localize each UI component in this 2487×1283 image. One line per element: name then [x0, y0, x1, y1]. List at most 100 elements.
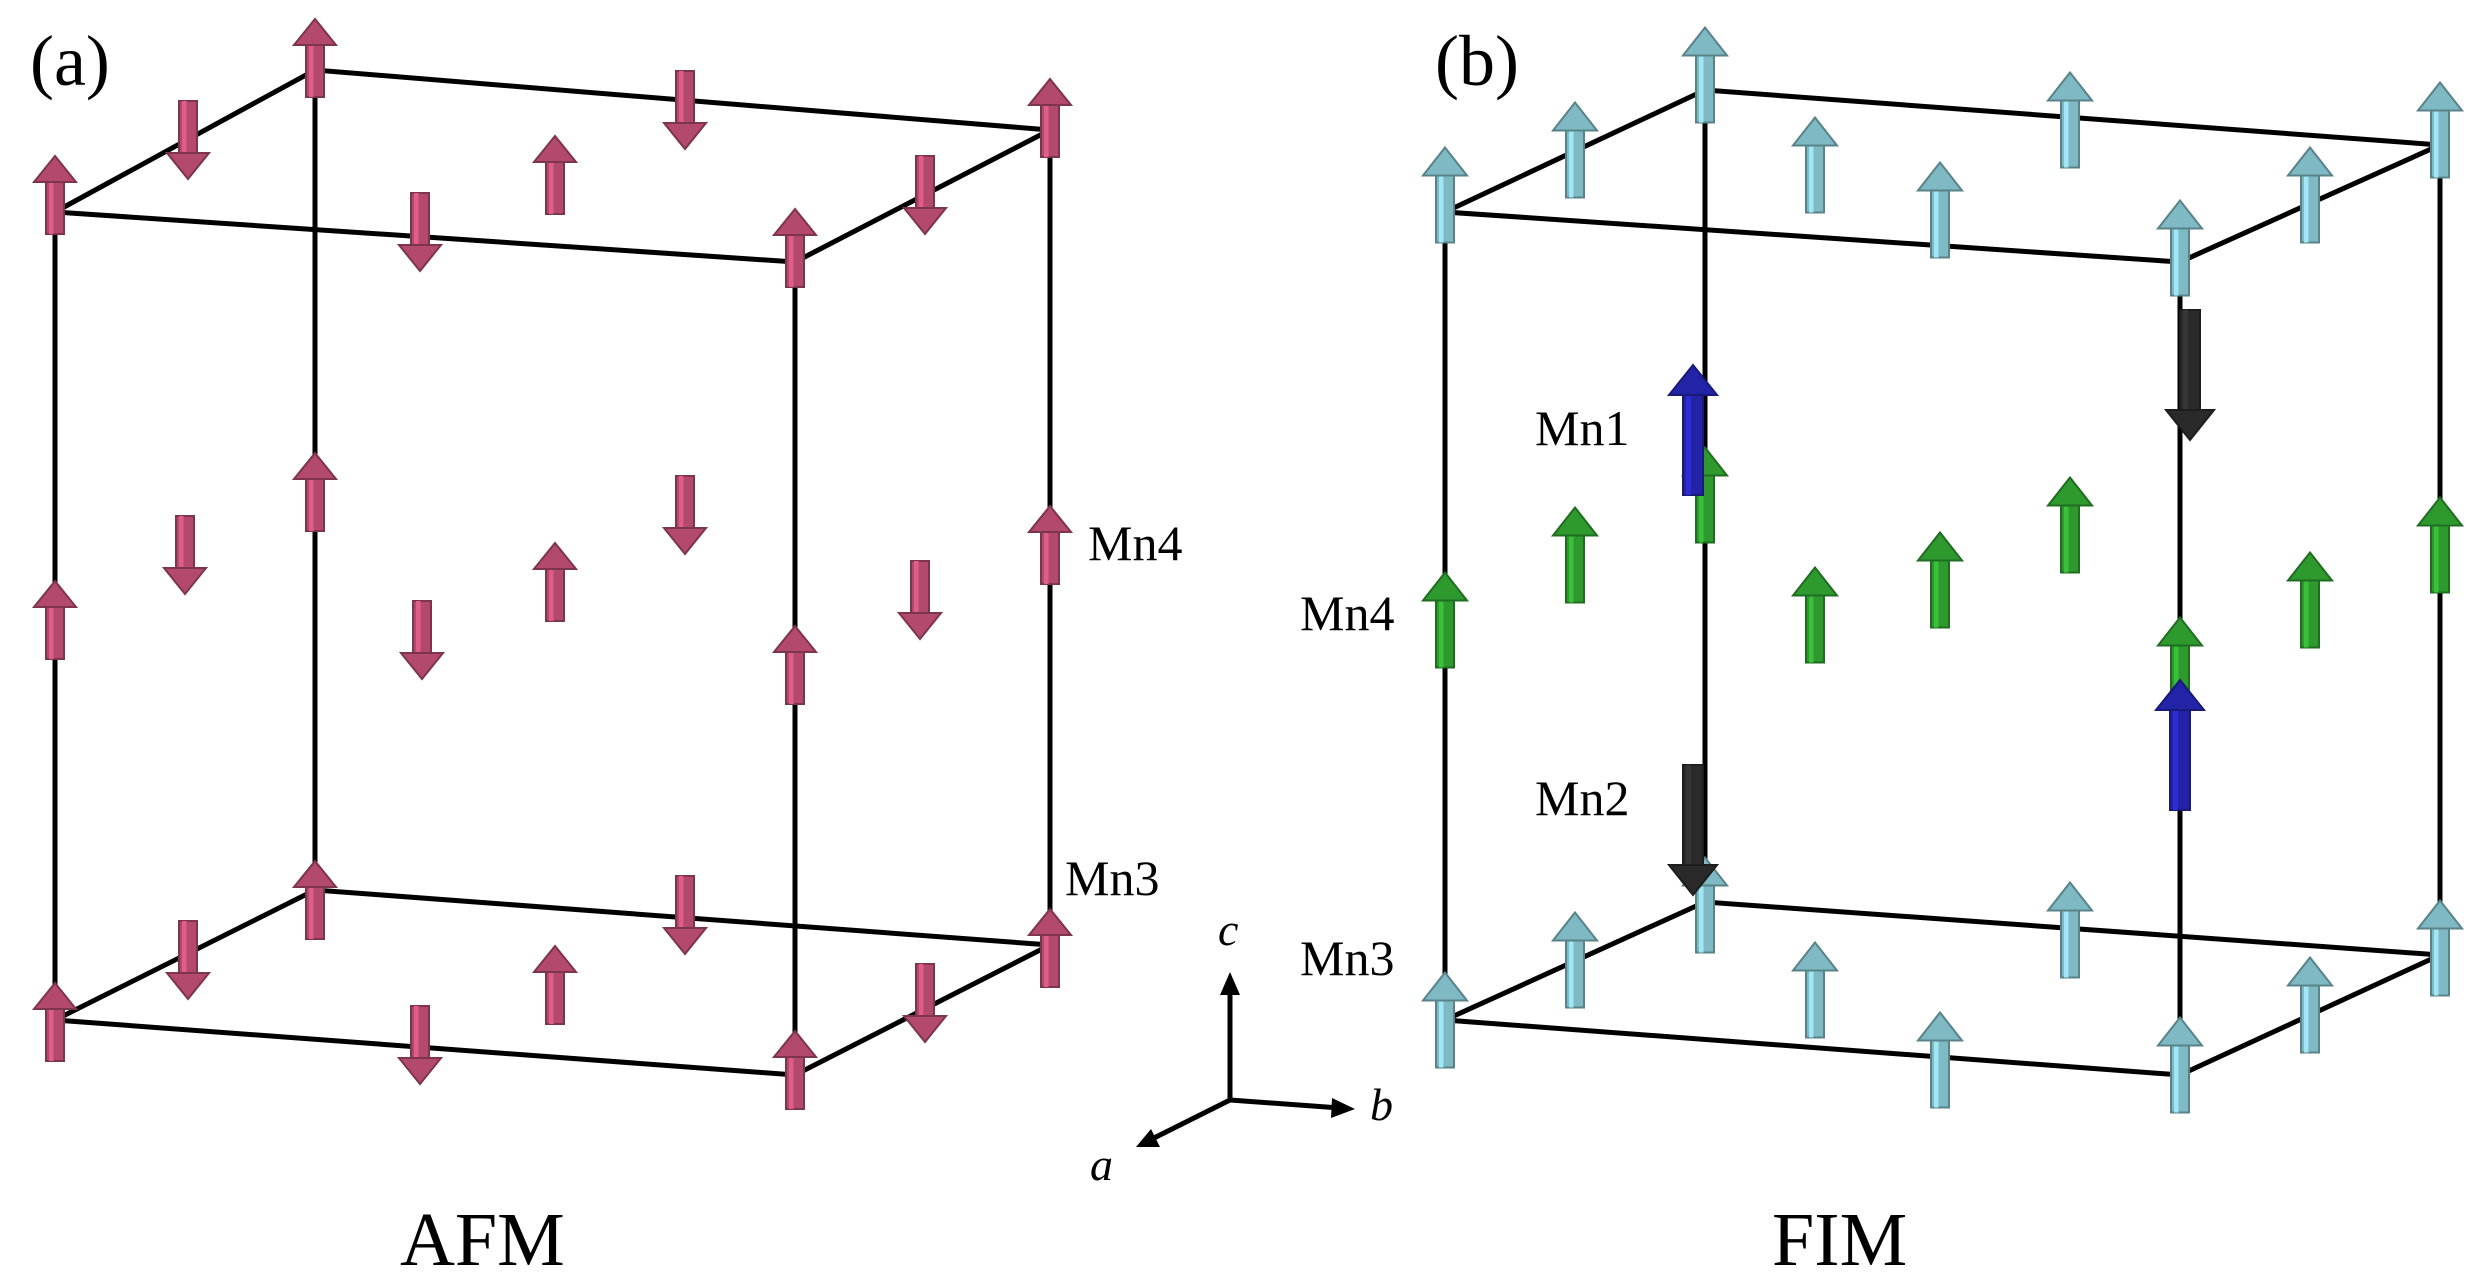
mn3-spin-arrow-1-highlight: [1699, 55, 1704, 123]
mn3-spin-arrow-2-highlight: [2434, 110, 2439, 178]
site-label-mn4-afm: Mn4: [1088, 515, 1182, 571]
mn3-spin-arrow-8-shaft: [1930, 189, 1950, 259]
afm-spin-arrow-17-shaft: [545, 568, 565, 622]
afm-spin-arrow-23: [661, 875, 709, 956]
mn4-spin-arrow-2-highlight: [2434, 525, 2439, 593]
mn3-spin-arrow-9-shaft: [1435, 999, 1455, 1069]
afm-spin-arrow-1-head: [291, 17, 339, 46]
afm-spin-arrow-23-highlight: [679, 876, 684, 928]
mn4-spin-arrow-0-head: [1420, 570, 1470, 602]
mn3-spin-arrow-10-highlight: [1699, 885, 1704, 953]
afm-spin-arrow-4: [164, 100, 212, 181]
mn4-spin-arrow-5-highlight: [1809, 595, 1814, 663]
mn4-spin-arrow-7-head: [2285, 550, 2335, 582]
afm-spin-arrow-16-shaft: [412, 600, 432, 654]
mn3-spin-arrow-15: [2045, 880, 2095, 979]
afm-spin-arrow-6-shaft: [915, 155, 935, 209]
mn3-spin-arrow-6-highlight: [2064, 100, 2069, 168]
mn3-spin-arrow-3-head: [2155, 198, 2205, 230]
mn2-spin-arrow-0-highlight: [1686, 765, 1691, 865]
fim-spin-arrows: [1420, 25, 2465, 1114]
afm-spin-arrow-10-highlight: [309, 479, 314, 531]
mn3-spin-arrow-3-shaft: [2170, 227, 2190, 297]
mn3-spin-arrow-3-highlight: [2174, 228, 2179, 296]
afm-spin-arrow-4-head: [164, 152, 212, 181]
afm-spin-arrow-26-shaft: [545, 971, 565, 1025]
mn3-spin-arrow-11-shaft: [2430, 927, 2450, 997]
afm-spin-arrow-26-head: [531, 944, 579, 973]
afm-spin-arrow-19: [291, 859, 339, 940]
afm-spin-arrow-25-shaft: [410, 1005, 430, 1059]
mn3-spin-arrow-16-head: [2285, 955, 2335, 987]
afm-spin-arrow-13-highlight: [179, 516, 184, 568]
mn3-spin-arrow-13: [1550, 910, 1600, 1009]
afm-spin-arrow-10: [291, 451, 339, 532]
mn3-spin-arrow-0-highlight: [1439, 175, 1444, 243]
panel-fim: (b) Mn1 Mn4 Mn2 Mn3 FIM: [1300, 21, 2465, 1282]
mn3-spin-arrow-0-head: [1420, 145, 1470, 177]
mn3-spin-arrow-11-head: [2415, 898, 2465, 930]
afm-spin-arrow-11: [1026, 504, 1074, 585]
afm-spin-arrow-0: [31, 154, 79, 235]
afm-spin-arrow-13-head: [161, 567, 209, 596]
mn4-spin-arrow-2: [2415, 495, 2465, 594]
mn3-spin-arrow-13-highlight: [1569, 940, 1574, 1008]
mn3-spin-arrow-16: [2285, 955, 2335, 1054]
afm-spin-arrow-14-head: [661, 527, 709, 556]
afm-spin-arrow-3: [771, 207, 819, 288]
afm-spin-arrow-6-head: [901, 207, 949, 236]
afm-spin-arrow-13-shaft: [175, 515, 195, 569]
mn3-spin-arrow-11-highlight: [2434, 928, 2439, 996]
afm-spin-arrow-14-shaft: [675, 475, 695, 529]
afm-spin-arrow-15-highlight: [914, 561, 919, 613]
mn3-spin-arrow-7-shaft: [2300, 174, 2320, 244]
mn3-spin-arrow-2-head: [2415, 80, 2465, 112]
mn3-spin-arrow-9-highlight: [1439, 1000, 1444, 1068]
mn4-spin-arrow-6-shaft: [2060, 504, 2080, 574]
mn4-spin-arrow-0-shaft: [1435, 599, 1455, 669]
mn4-spin-arrow-8: [1915, 530, 1965, 629]
afm-spin-arrow-12: [771, 624, 819, 705]
panel-label-b: (b): [1435, 21, 1519, 101]
mn3-spin-arrow-4-highlight: [1569, 130, 1574, 198]
mn3-spin-arrow-12-head: [2155, 1015, 2205, 1047]
afm-spin-arrow-4-highlight: [182, 101, 187, 153]
axis-b-arrowhead: [1331, 1098, 1355, 1118]
mn3-spin-arrow-4-head: [1550, 100, 1600, 132]
afm-spin-arrow-21: [771, 1029, 819, 1110]
afm-spin-arrow-11-head: [1026, 504, 1074, 533]
afm-spin-arrow-23-head: [661, 927, 709, 956]
afm-spin-arrow-1: [291, 17, 339, 98]
site-label-mn4-fim: Mn4: [1300, 585, 1394, 641]
axis-b-line: [1229, 1097, 1341, 1111]
mn4-spin-arrow-2-head: [2415, 495, 2465, 527]
mn2-spin-arrow-0-head: [1666, 864, 1720, 897]
afm-spin-arrow-13: [161, 515, 209, 596]
afm-spin-arrow-1-shaft: [305, 44, 325, 98]
afm-spin-arrow-19-shaft: [305, 886, 325, 940]
afm-spin-arrow-24-highlight: [919, 964, 924, 1016]
mn4-spin-arrow-4: [1550, 505, 1600, 604]
site-label-mn2: Mn2: [1535, 770, 1629, 826]
afm-spin-arrow-8-shaft: [545, 161, 565, 215]
mn3-spin-arrow-1-shaft: [1695, 54, 1715, 124]
mn1-spin-arrow-0: [1666, 363, 1720, 496]
mn4-spin-arrow-7-shaft: [2300, 579, 2320, 649]
panel-label-a: (a): [30, 21, 110, 101]
afm-spin-arrow-15-shaft: [910, 560, 930, 614]
mn4-spin-arrow-1-highlight: [1699, 475, 1704, 543]
afm-spin-arrow-9: [31, 579, 79, 660]
mn3-spin-arrow-4-shaft: [1565, 129, 1585, 199]
afm-spin-arrow-12-head: [771, 624, 819, 653]
mn3-spin-arrow-9: [1420, 970, 1470, 1069]
mn3-spin-arrow-6-head: [2045, 70, 2095, 102]
mn4-spin-arrow-5-head: [1790, 565, 1840, 597]
axis-a-line: [1148, 1097, 1232, 1143]
mn4-spin-arrow-6: [2045, 475, 2095, 574]
mn4-spin-arrow-4-shaft: [1565, 534, 1585, 604]
afm-spin-arrow-5: [661, 70, 709, 151]
afm-spin-arrow-17-highlight: [549, 569, 554, 621]
afm-spin-arrow-18-shaft: [45, 1008, 65, 1062]
afm-spin-arrow-8-head: [531, 134, 579, 163]
